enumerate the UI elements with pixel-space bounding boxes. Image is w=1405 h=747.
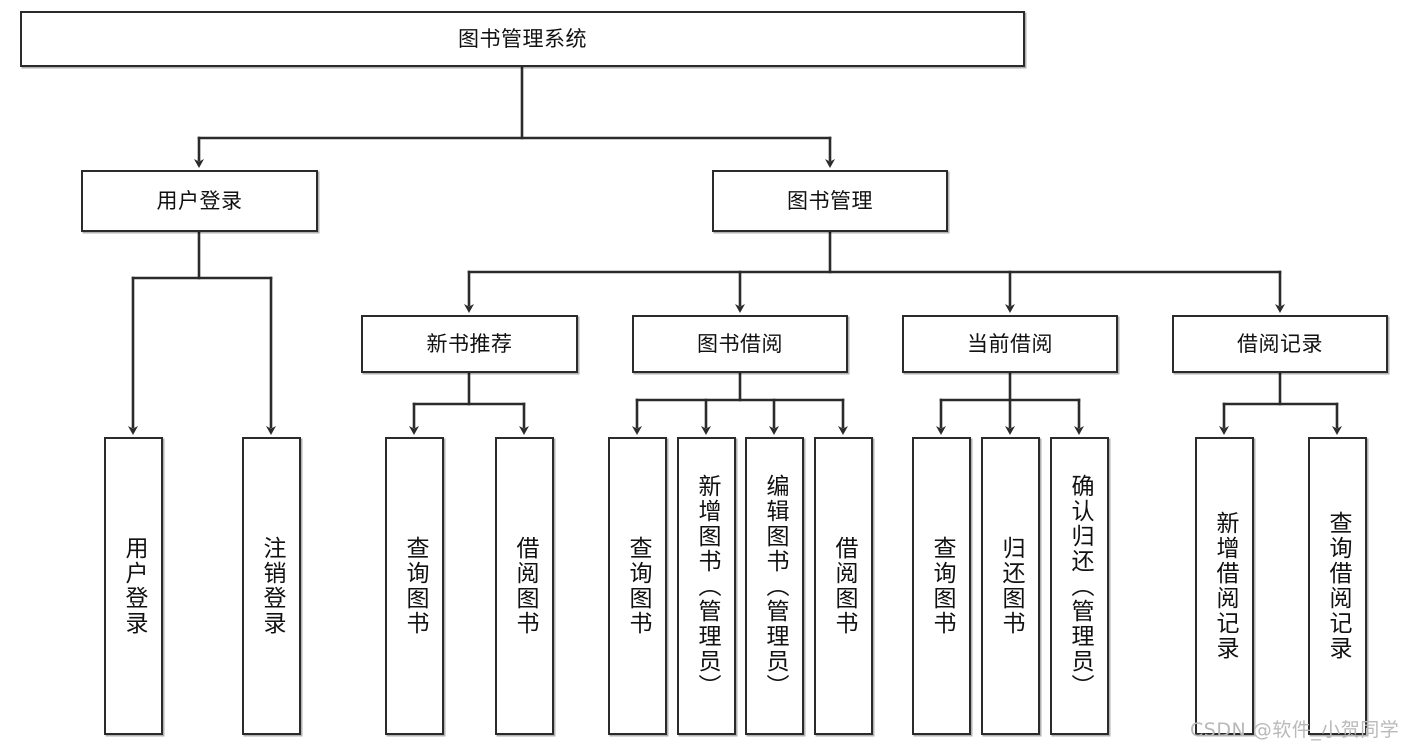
- node-label: 查询图书: [929, 536, 955, 636]
- leaf-user-login[interactable]: 用户登录: [104, 437, 163, 735]
- node-label: 查询借阅记录: [1325, 511, 1351, 661]
- leaf-query-book-current[interactable]: 查询图书: [912, 437, 971, 735]
- node-label: 用户登录: [156, 188, 243, 213]
- leaf-user-logout[interactable]: 注销登录: [242, 437, 301, 735]
- leaf-query-book-recommendation[interactable]: 查询图书: [385, 437, 444, 735]
- node-label: 新书推荐: [426, 331, 513, 356]
- node-label: 新增借阅记录: [1212, 511, 1238, 661]
- node-label: 查询图书: [625, 536, 651, 636]
- node-label: 归还图书: [998, 536, 1024, 636]
- leaf-borrow-book-borrowing[interactable]: 借阅图书: [814, 437, 873, 735]
- node-book-management[interactable]: 图书管理: [712, 170, 948, 232]
- node-label: 确认归还（管理员）: [1067, 473, 1093, 699]
- node-label: 借阅记录: [1237, 331, 1323, 356]
- leaf-return-book[interactable]: 归还图书: [981, 437, 1040, 735]
- node-borrowing-record[interactable]: 借阅记录: [1172, 315, 1388, 373]
- node-label: 当前借阅: [967, 331, 1053, 356]
- node-new-book-recommendation[interactable]: 新书推荐: [361, 315, 578, 373]
- leaf-add-book-admin[interactable]: 新增图书（管理员）: [677, 437, 736, 735]
- node-root-book-management-system[interactable]: 图书管理系统: [20, 11, 1025, 67]
- leaf-query-borrowing-record[interactable]: 查询借阅记录: [1308, 437, 1367, 735]
- node-label: 图书借阅: [697, 331, 783, 356]
- node-label: 新增图书（管理员）: [694, 473, 720, 699]
- leaf-confirm-return-admin[interactable]: 确认归还（管理员）: [1050, 437, 1109, 735]
- node-label: 编辑图书（管理员）: [762, 473, 788, 699]
- leaf-add-borrowing-record[interactable]: 新增借阅记录: [1195, 437, 1254, 735]
- node-label: 用户登录: [121, 536, 147, 636]
- node-label: 借阅图书: [831, 536, 857, 636]
- node-label: 注销登录: [259, 536, 285, 636]
- watermark-csdn: CSDN @软件_小贺同学: [1190, 719, 1400, 741]
- node-book-borrowing[interactable]: 图书借阅: [632, 315, 848, 373]
- node-current-borrowing[interactable]: 当前借阅: [902, 315, 1118, 373]
- node-label: 图书管理: [787, 188, 873, 213]
- node-label: 借阅图书: [512, 536, 538, 636]
- node-user-login[interactable]: 用户登录: [81, 170, 318, 232]
- leaf-edit-book-admin[interactable]: 编辑图书（管理员）: [745, 437, 804, 735]
- node-label: 查询图书: [402, 536, 428, 636]
- leaf-borrow-book-recommendation[interactable]: 借阅图书: [495, 437, 554, 735]
- node-label: 图书管理系统: [458, 26, 587, 51]
- leaf-query-book-borrowing[interactable]: 查询图书: [608, 437, 667, 735]
